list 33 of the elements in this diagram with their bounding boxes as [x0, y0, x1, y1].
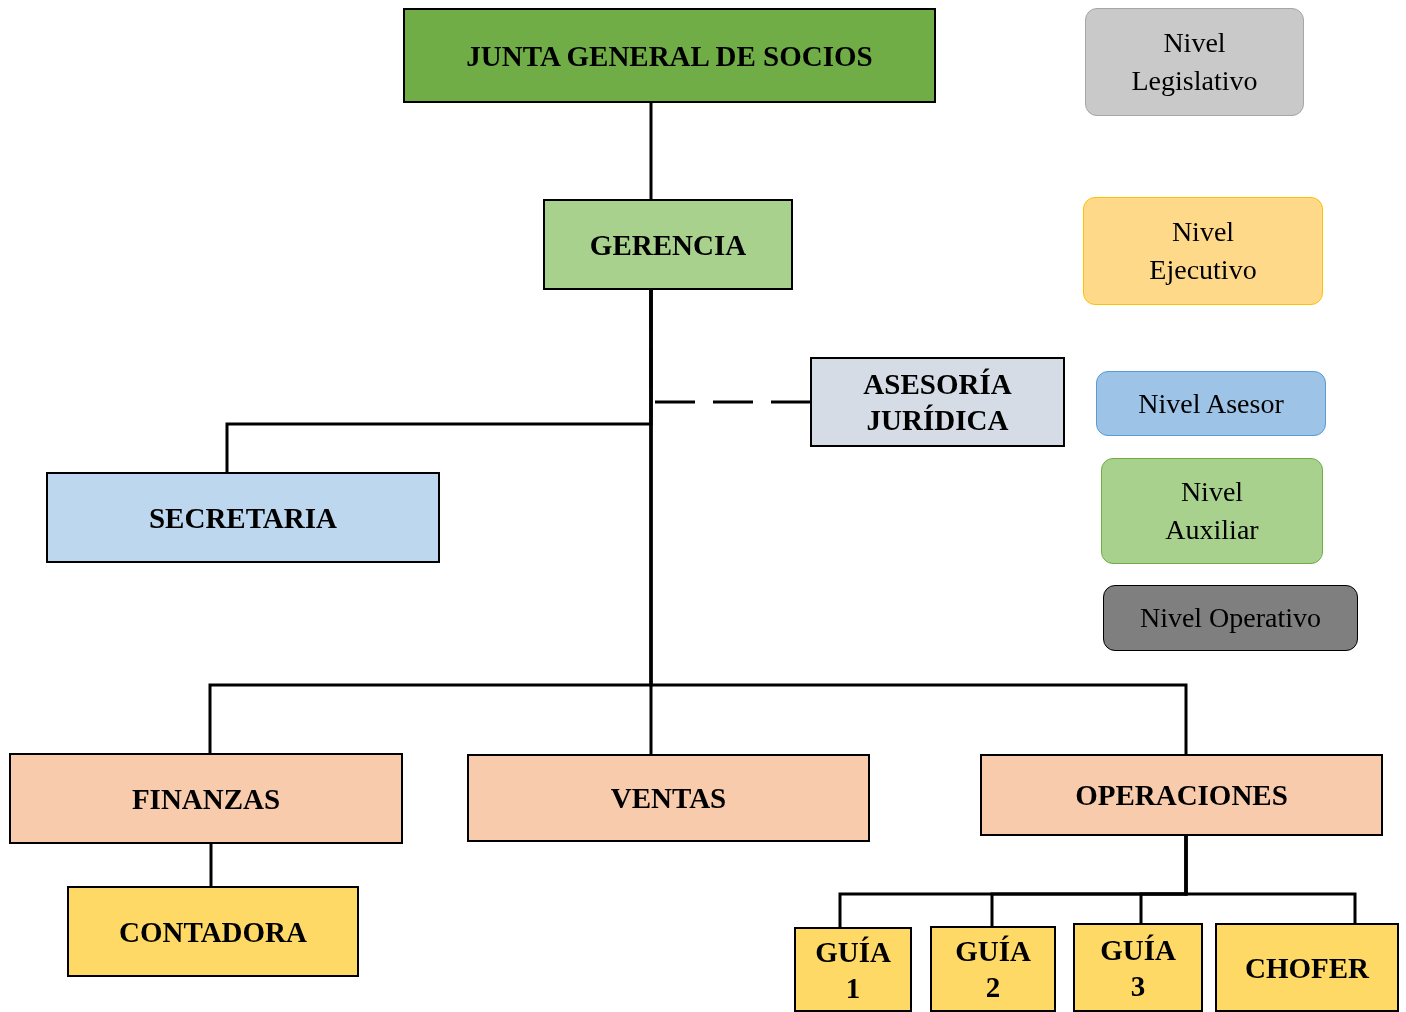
- org-box: [467, 754, 870, 842]
- legend-label: Nivel Legislativo: [1130, 26, 1259, 98]
- org-box: [1215, 923, 1399, 1012]
- box-label: GERENCIA: [588, 227, 748, 263]
- org-box: [930, 926, 1056, 1012]
- connector-line: [209, 844, 213, 886]
- connector-line: [1184, 836, 1357, 923]
- org-box: [67, 886, 359, 977]
- legend-label: Nivel Auxiliar: [1164, 475, 1260, 547]
- org-box: [980, 754, 1383, 836]
- legend-label: Nivel Ejecutivo: [1148, 215, 1258, 287]
- org-box: [403, 8, 936, 103]
- org-box: [46, 472, 440, 563]
- org-box: [794, 927, 912, 1012]
- box-label: OPERACIONES: [1074, 778, 1289, 813]
- connector-line: [649, 290, 1188, 754]
- box-label: GUÍA 2: [954, 934, 1032, 1005]
- box-label: CHOFER: [1243, 950, 1371, 986]
- box-label: FINANZAS: [130, 781, 282, 817]
- box-label: VENTAS: [609, 781, 728, 816]
- box-label: SECRETARIA: [148, 500, 338, 536]
- box-label: JUNTA GENERAL DE SOCIOS: [465, 38, 874, 74]
- legend-label: Nivel Operativo: [1139, 601, 1322, 635]
- box-label: ASESORÍA JURÍDICA: [862, 367, 1013, 438]
- box-label: CONTADORA: [118, 914, 308, 950]
- connector-line: [649, 103, 653, 199]
- box-label: GUÍA 1: [814, 934, 892, 1006]
- box-label: GUÍA 3: [1099, 932, 1177, 1004]
- org-box: [543, 199, 793, 290]
- org-box: [1073, 923, 1203, 1012]
- org-box: [9, 753, 403, 844]
- org-box: [810, 357, 1065, 447]
- legend-label: Nivel Asesor: [1138, 386, 1284, 421]
